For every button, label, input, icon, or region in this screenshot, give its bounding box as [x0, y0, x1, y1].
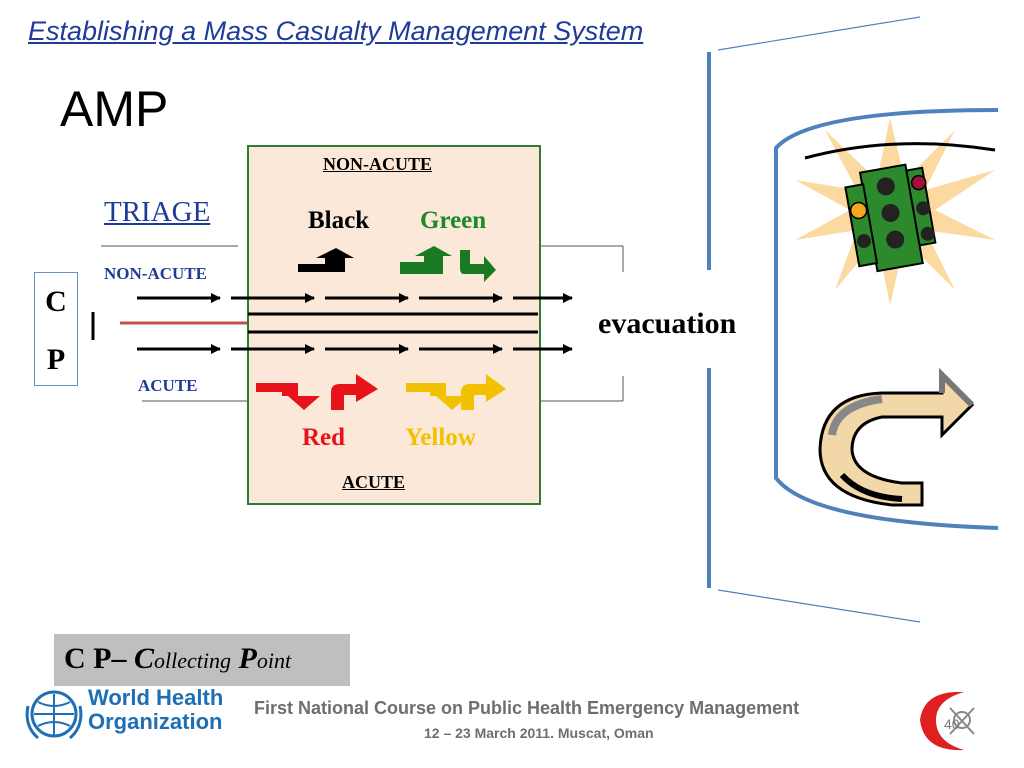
non-acute-label: NON-ACUTE: [104, 264, 207, 283]
slide-title: Establishing a Mass Casualty Management …: [28, 16, 644, 46]
legend-box: C P– Collecting Point: [54, 634, 350, 686]
category-green: Green: [420, 207, 487, 234]
red-crescent-logo-icon: [920, 691, 975, 751]
category-black: Black: [308, 207, 370, 234]
collecting-point-box: C P: [34, 272, 78, 386]
category-red: Red: [302, 424, 346, 451]
category-yellow: Yellow: [405, 424, 476, 451]
legend-text: C P– Collecting Point: [64, 642, 292, 675]
red-up-right-arrow-icon: [331, 374, 378, 410]
acute-label: ACUTE: [138, 376, 198, 395]
page-heading: AMP: [60, 81, 169, 137]
course-title: First National Course on Public Health E…: [254, 698, 800, 718]
yellow-down-arrow-icon: [406, 383, 468, 410]
yellow-up-right-arrow-icon: [461, 374, 506, 410]
green-down-right-arrow-icon: [460, 250, 496, 282]
cp-letter-p: P: [46, 343, 66, 376]
evacuation-label: evacuation: [598, 307, 737, 340]
who-logo-icon: [25, 690, 83, 740]
u-turn-arrow-icon: [818, 367, 975, 507]
course-dates: 12 – 23 March 2011. Muscat, Oman: [424, 725, 654, 741]
evacuation-frame: [707, 16, 999, 623]
black-turn-arrow-icon: [298, 248, 354, 272]
box-acute-label: ACUTE: [342, 472, 406, 492]
cp-letter-c: C: [45, 285, 67, 318]
triage-area-box: [247, 145, 541, 505]
triage-label: TRIAGE: [104, 196, 211, 228]
green-turn-arrow-icon: [400, 246, 452, 274]
traffic-light-icon: [795, 118, 996, 305]
who-logo-text: World Health Organization: [88, 685, 224, 734]
page-number: 40: [944, 716, 960, 732]
red-down-arrow-icon: [256, 383, 320, 410]
box-non-acute-label: NON-ACUTE: [323, 154, 433, 174]
